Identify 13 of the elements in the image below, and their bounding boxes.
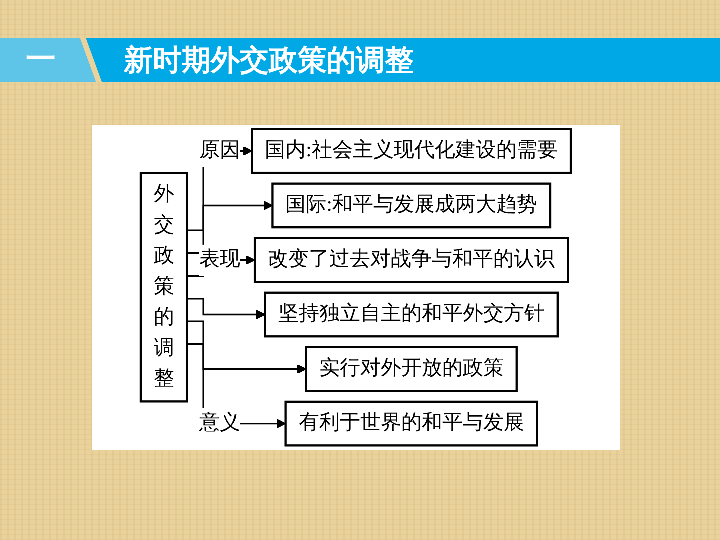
edge-label: 表现 bbox=[199, 244, 240, 276]
text-box: 外交政策的调整 bbox=[140, 172, 188, 403]
slide-title: 新时期外交政策的调整 bbox=[124, 42, 414, 79]
text-box: 改变了过去对战争与和平的认识 bbox=[254, 237, 570, 284]
text-box: 有利于世界的和平与发展 bbox=[284, 400, 538, 447]
text-box: 实行对外开放的政策 bbox=[305, 346, 518, 392]
arrow bbox=[187, 200, 274, 254]
section-number: 一 bbox=[0, 38, 96, 82]
text-box: 国际:和平与发展成两大趋势 bbox=[272, 182, 552, 229]
text-box: 国内:社会主义现代化建设的需要 bbox=[251, 128, 572, 174]
arrow bbox=[187, 298, 266, 320]
arrow bbox=[187, 320, 307, 374]
text-box: 坚持独立自主的和平外交方针 bbox=[264, 292, 559, 338]
